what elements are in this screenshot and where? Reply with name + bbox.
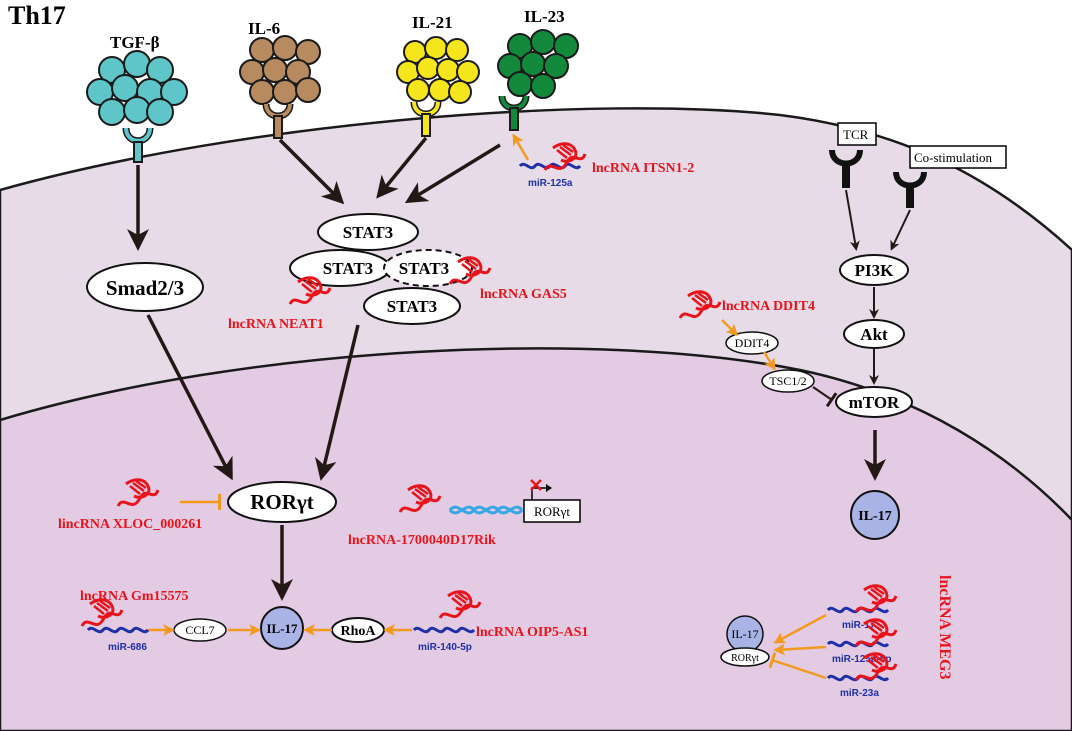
- lncrna-ddit4: lncRNA DDIT4: [678, 290, 815, 320]
- lncrna-gm15575: lncRNA Gm15575 miR-686: [80, 589, 189, 653]
- svg-text:mTOR: mTOR: [849, 393, 900, 412]
- akt-node: Akt: [843, 319, 905, 349]
- stat3-dashed-node: STAT3: [383, 249, 473, 287]
- lncrna-neat1: lncRNA NEAT1: [228, 276, 332, 332]
- lncrna-itsn-label: lncRNA ITSN1-2: [592, 161, 694, 176]
- il6-cytokine: IL-6: [239, 19, 321, 139]
- svg-text:Akt: Akt: [860, 325, 888, 344]
- lncrna-1700040d17rik: RORγt lncRNA-1700040D17Rik: [348, 479, 581, 548]
- svg-text:lncRNA DDIT4: lncRNA DDIT4: [722, 299, 815, 314]
- rhoa-node: RhoA: [331, 617, 385, 643]
- rorgt-gene-box: [523, 499, 581, 523]
- lncrna-meg3-group: miR-17 miR-125a-5p miR-23a lncRNA MEG3: [826, 575, 953, 699]
- svg-text:lncRNA-1700040D17Rik: lncRNA-1700040D17Rik: [348, 533, 496, 548]
- il21-cytokine: IL-21: [396, 13, 480, 137]
- il23-label: IL-23: [524, 7, 565, 26]
- il23-cytokine: IL-23: [497, 7, 579, 131]
- mir-125a-label: miR-125a: [528, 178, 573, 189]
- rorgt-meg3-label: RORγt: [731, 653, 759, 664]
- lncrna-meg3-label: lncRNA MEG3: [936, 575, 953, 679]
- mir-140-5p-label: miR-140-5p: [418, 642, 472, 653]
- svg-text:RhoA: RhoA: [340, 624, 376, 639]
- tcr-label: TCR: [843, 127, 869, 142]
- il6-label: IL-6: [248, 19, 280, 38]
- svg-text:lncRNA GAS5: lncRNA GAS5: [480, 287, 567, 302]
- mir-686-label: miR-686: [108, 642, 147, 653]
- ddit4-node: DDIT4: [725, 331, 779, 355]
- ccl7-node: CCL7: [173, 618, 227, 642]
- svg-text:STAT3: STAT3: [387, 297, 437, 316]
- mtor-node: mTOR: [835, 386, 913, 418]
- lincrna-xloc-000261: lincRNA XLOC_000261: [58, 478, 202, 532]
- mir-125a-5p-label: miR-125a-5p: [832, 654, 891, 665]
- pi3k-node: PI3K: [839, 254, 909, 286]
- tsc12-node: TSC1/2: [761, 369, 815, 393]
- svg-text:IL-17: IL-17: [858, 509, 891, 524]
- tgfb-cytokine: TGF-β: [86, 33, 188, 163]
- svg-text:Smad2/3: Smad2/3: [106, 276, 184, 300]
- costim-receptor: Co-stimulation: [893, 145, 1007, 208]
- svg-text:DDIT4: DDIT4: [735, 336, 770, 350]
- svg-text:lncRNA OIP5-AS1: lncRNA OIP5-AS1: [476, 625, 588, 640]
- figure-title: Th17: [8, 1, 66, 30]
- meg3-targets: IL-17 RORγt: [720, 615, 770, 667]
- svg-text:TSC1/2: TSC1/2: [769, 374, 806, 388]
- lncrna-oip5-as1: lncRNA OIP5-AS1 miR-140-5p: [412, 590, 588, 653]
- mir-17-label: miR-17: [842, 620, 876, 631]
- il17-center-node: IL-17: [260, 606, 304, 650]
- rorgt-node: RORγt: [227, 481, 337, 523]
- svg-text:lncRNA NEAT1: lncRNA NEAT1: [228, 317, 324, 332]
- il17-meg3-label: IL-17: [731, 627, 758, 641]
- costim-label: Co-stimulation: [914, 150, 993, 165]
- svg-text:IL-17: IL-17: [266, 621, 298, 636]
- il17-right-node: IL-17: [850, 490, 900, 540]
- svg-text:PI3K: PI3K: [855, 261, 895, 280]
- svg-text:STAT3: STAT3: [323, 259, 373, 278]
- svg-text:CCL7: CCL7: [185, 623, 214, 637]
- svg-text:STAT3: STAT3: [343, 223, 393, 242]
- svg-text:lincRNA XLOC_000261: lincRNA XLOC_000261: [58, 517, 202, 532]
- lncrna-gas5: lncRNA GAS5: [448, 256, 567, 302]
- mir-23a-label: miR-23a: [840, 688, 879, 699]
- smad23-node: Smad2/3: [86, 262, 204, 312]
- stat3-left-node: STAT3: [289, 249, 391, 287]
- stat3-bottom-node: STAT3: [363, 287, 461, 325]
- svg-text:lncRNA Gm15575: lncRNA Gm15575: [80, 589, 189, 604]
- svg-text:STAT3: STAT3: [399, 259, 449, 278]
- il21-label: IL-21: [412, 13, 453, 32]
- svg-text:RORγt: RORγt: [250, 490, 313, 514]
- svg-text:RORγt: RORγt: [534, 504, 570, 519]
- lncrna-itsn1-2: miR-125a lncRNA ITSN1-2: [518, 142, 694, 189]
- tcr-receptor: TCR: [829, 122, 877, 188]
- tgfb-label: TGF-β: [110, 33, 160, 52]
- stat3-top-node: STAT3: [317, 213, 419, 251]
